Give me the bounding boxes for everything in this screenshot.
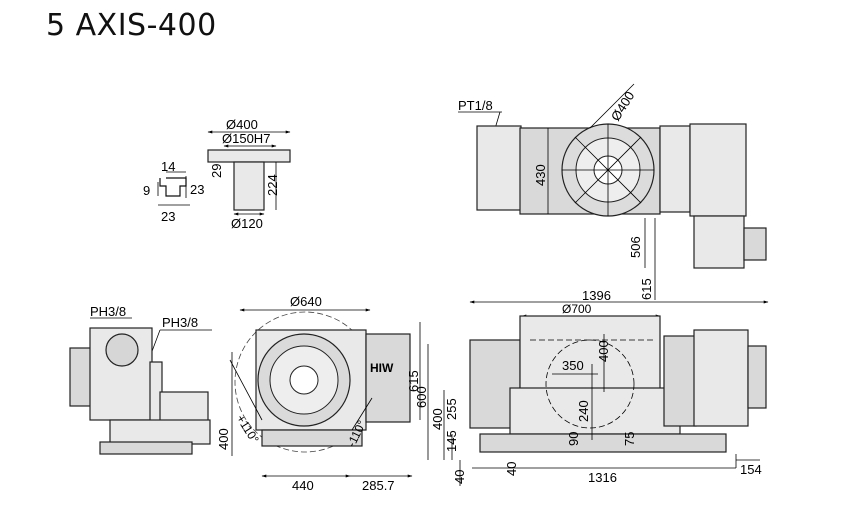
main-front-view: 1396 Ø700 600 400 255 145 40 40 350 400 … — [414, 288, 769, 486]
top-view: PT1/8 430 Ø400 506 615 — [458, 83, 767, 300]
left-side-view: PH3/8 PH3/8 — [69, 304, 212, 455]
dim-224: 224 — [265, 174, 280, 196]
dim-600: 600 — [414, 386, 429, 408]
dim-1396: 1396 — [582, 288, 611, 303]
logo-hiw: HIW — [370, 361, 394, 375]
dim-285-7: 285.7 — [362, 478, 395, 493]
rotary-front-view: Ø640 440 285.7 400 615 +110° -110° HIW — [216, 294, 421, 493]
dim-440: 440 — [292, 478, 314, 493]
dim-d640: Ø640 — [290, 294, 322, 309]
dim-29: 29 — [209, 164, 224, 178]
dim-40a: 40 — [452, 470, 467, 484]
dim-255: 255 — [444, 398, 459, 420]
dim-d400-top: Ø400 — [226, 117, 258, 132]
spindle-detail: Ø400 Ø150H7 29 224 Ø120 — [207, 117, 291, 231]
dim-d120: Ø120 — [231, 216, 263, 231]
dim-23-h: 23 — [161, 209, 175, 224]
dim-d700: Ø700 — [562, 302, 592, 316]
dim-d150: Ø150H7 — [222, 131, 270, 146]
label-ph38-left: PH3/8 — [90, 304, 126, 319]
dim-615-side: 615 — [406, 370, 421, 392]
tslot-detail: 14 9 23 23 — [143, 159, 204, 224]
dim-400-front: 400 — [430, 408, 445, 430]
dim-23-v: 23 — [190, 182, 204, 197]
dim-240: 240 — [576, 400, 591, 422]
dim-350: 350 — [562, 358, 584, 373]
dim-154: 154 — [740, 462, 762, 477]
dim-400-side: 400 — [216, 428, 231, 450]
label-ph38-right: PH3/8 — [162, 315, 198, 330]
dim-1316: 1316 — [588, 470, 617, 485]
dim-90: 90 — [566, 432, 581, 446]
dim-145: 145 — [444, 430, 459, 452]
dim-615-top: 615 — [639, 278, 654, 300]
label-pt18: PT1/8 — [458, 98, 493, 113]
dim-400-v: 400 — [596, 340, 611, 362]
dim-75: 75 — [622, 432, 637, 446]
dim-430: 430 — [533, 164, 548, 186]
dim-506: 506 — [628, 236, 643, 258]
dim-9: 9 — [143, 183, 150, 198]
dim-40b: 40 — [504, 462, 519, 476]
dim-14: 14 — [161, 159, 175, 174]
drawing-title: 5 AXIS-400 — [46, 8, 217, 43]
